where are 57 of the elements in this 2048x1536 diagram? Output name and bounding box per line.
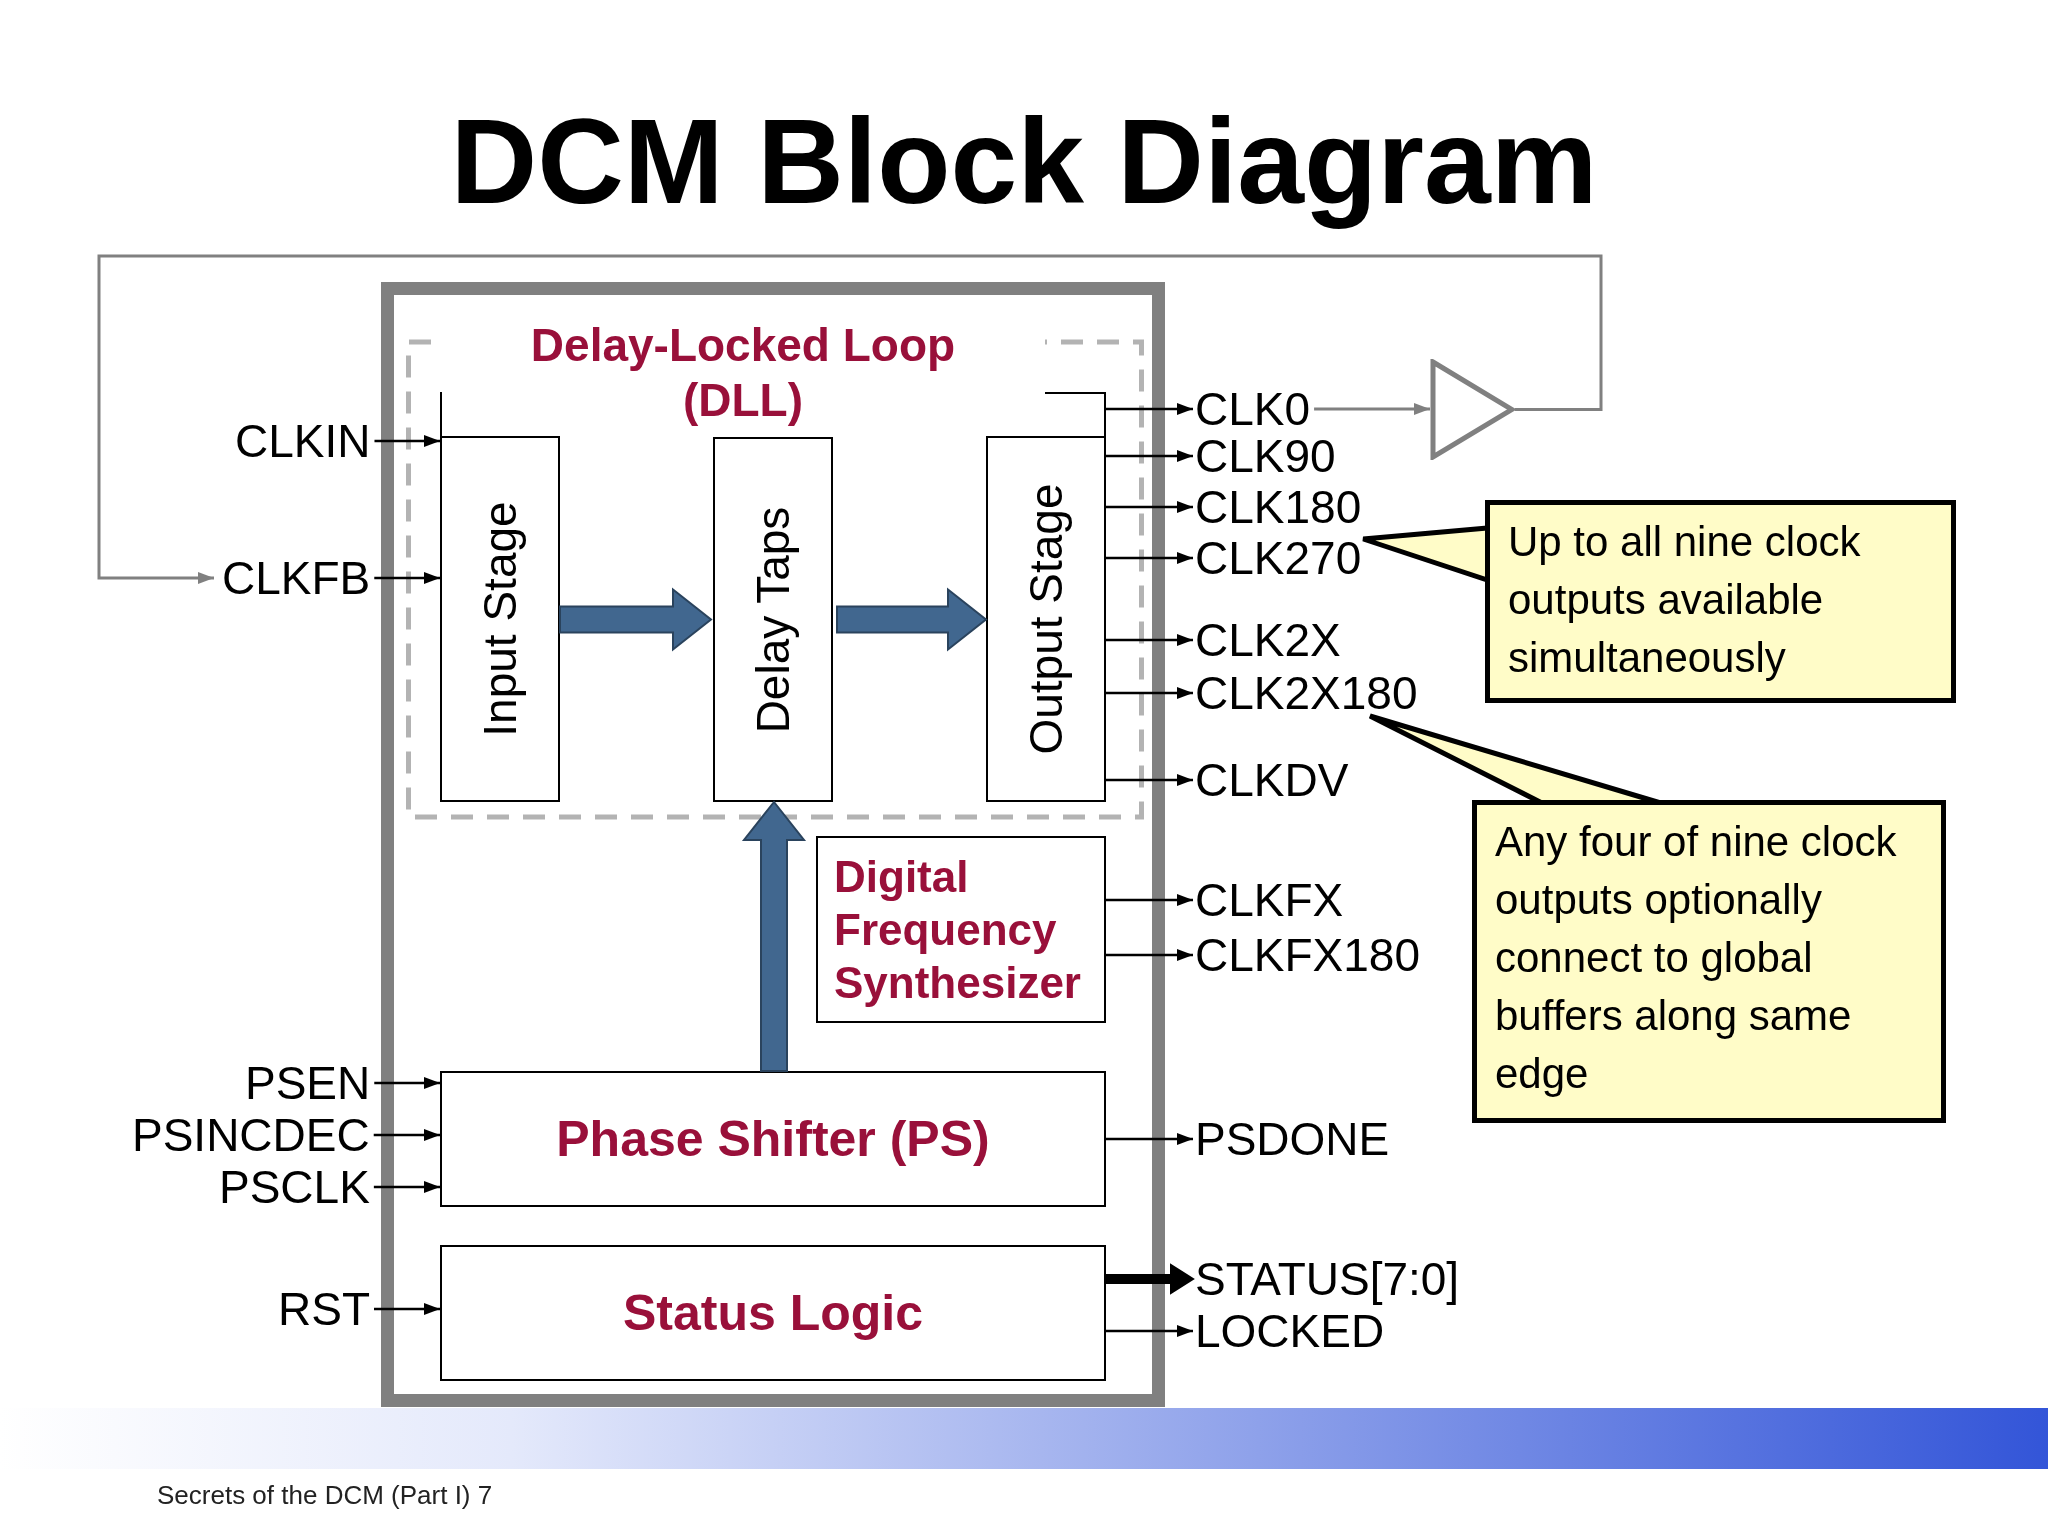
signal-label: RST	[278, 1286, 370, 1332]
signal-label: LOCKED	[1195, 1308, 1385, 1354]
arrow	[374, 435, 440, 447]
signal-label: CLK2X180	[1195, 670, 1418, 716]
signal-label: CLK180	[1195, 484, 1362, 530]
arrow	[1106, 894, 1193, 906]
signal-label: CLK90	[1195, 433, 1336, 479]
arrow	[1106, 450, 1193, 462]
stage-box	[440, 392, 560, 802]
arrow	[373, 1181, 440, 1193]
signal-label: CLKFB	[222, 555, 371, 601]
arrow	[1106, 1325, 1193, 1337]
block-label: Phase Shifter (PS)	[555, 1114, 991, 1164]
signal-label: CLKFX180	[1195, 932, 1420, 978]
signal-label: CLK2X	[1195, 617, 1341, 663]
arrow	[1106, 687, 1193, 699]
arrow	[374, 1077, 440, 1089]
signal-label: CLK270	[1195, 535, 1362, 581]
arrow	[374, 572, 440, 584]
arrow	[1106, 403, 1193, 415]
feedback-arrow	[1314, 403, 1430, 415]
diagram-title: DCM Block Diagram	[449, 95, 1599, 227]
signal-label: PSINCDEC	[132, 1112, 370, 1158]
region-title: Delay-Locked Loop (DLL)	[529, 318, 957, 428]
signal-label: CLKDV	[1195, 757, 1349, 803]
arrow	[1106, 774, 1193, 786]
signal-label: CLKFX	[1195, 877, 1344, 923]
arrow	[1106, 634, 1193, 646]
flow-arrow	[741, 800, 807, 1072]
dcm-outline-box	[381, 282, 1165, 1407]
callout-text: Up to all nine clock outputs available simultaneously	[1508, 517, 1862, 683]
buffer-triangle	[1430, 359, 1515, 460]
arrow	[1106, 1133, 1193, 1145]
stage-box	[986, 392, 1106, 802]
callout-box	[1485, 500, 1956, 703]
arrow	[374, 1303, 440, 1315]
flow-arrow	[836, 587, 988, 652]
footer-text: Secrets of the DCM (Part I) 7	[157, 1480, 493, 1511]
callout-text: Any four of nine clock outputs optionally connect to global buffers along same edge	[1495, 817, 1898, 1099]
arrow	[1106, 552, 1193, 564]
block-label: Digital Frequency Synthesizer	[834, 851, 1082, 1009]
signal-label: CLKIN	[235, 418, 371, 464]
function-block	[440, 1071, 1106, 1207]
signal-label: PSEN	[245, 1060, 371, 1106]
function-block	[440, 1245, 1106, 1381]
stage-box	[713, 437, 833, 802]
bus-arrow	[1105, 1263, 1195, 1295]
arrow	[1106, 501, 1193, 513]
feedback-arrow	[97, 254, 1603, 584]
arrow	[373, 1129, 440, 1141]
signal-label: CLK0	[1195, 386, 1311, 432]
flow-arrow	[559, 587, 713, 652]
signal-label: PSDONE	[1195, 1116, 1390, 1162]
signal-label: PSCLK	[219, 1164, 370, 1210]
function-block	[816, 836, 1106, 1023]
arrow	[1106, 949, 1193, 961]
block-label: Status Logic	[622, 1288, 924, 1338]
